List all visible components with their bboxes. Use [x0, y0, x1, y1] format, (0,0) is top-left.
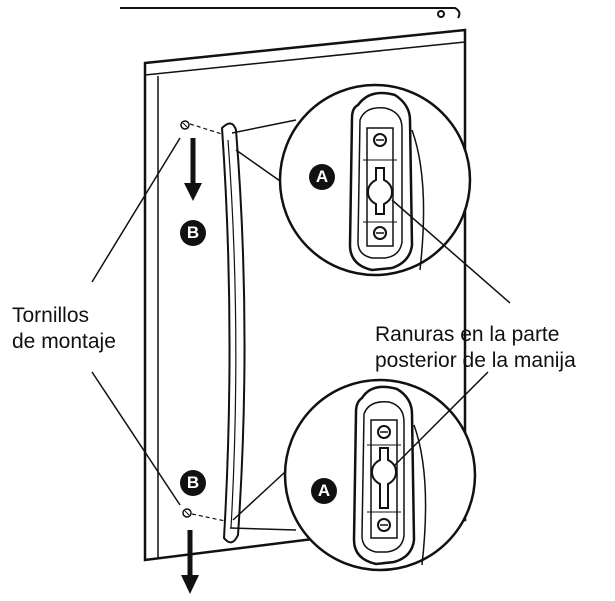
door-handle [220, 122, 246, 544]
mounting-screws-label-line2: de montaje [12, 330, 116, 353]
callout-a-bottom: A [311, 478, 337, 504]
handle-slots-label-line1: Ranuras en la parte [375, 323, 560, 346]
mounting-screws-label-line1: Tornillos [12, 304, 90, 327]
screws-leader-top [91, 137, 181, 283]
slots-leader-bottom [393, 371, 489, 467]
alignment-line-top [189, 123, 226, 136]
magnified-detail-bottom [283, 378, 477, 572]
slots-leader-top [391, 199, 511, 304]
screws-leader-bottom [91, 371, 181, 506]
magnified-detail-top [278, 83, 472, 277]
down-arrow-bottom [181, 530, 199, 594]
callout-b-top: B [180, 220, 206, 246]
handle-slots-label-line2: posterior de la manija [375, 349, 576, 372]
callout-a-top: A [309, 164, 335, 190]
upper-door-edge [120, 7, 461, 19]
down-arrow-top [184, 138, 202, 201]
mounting-screw-top [180, 120, 190, 130]
mounting-screw-bottom [182, 508, 192, 518]
callout-b-bottom: B [180, 470, 206, 496]
